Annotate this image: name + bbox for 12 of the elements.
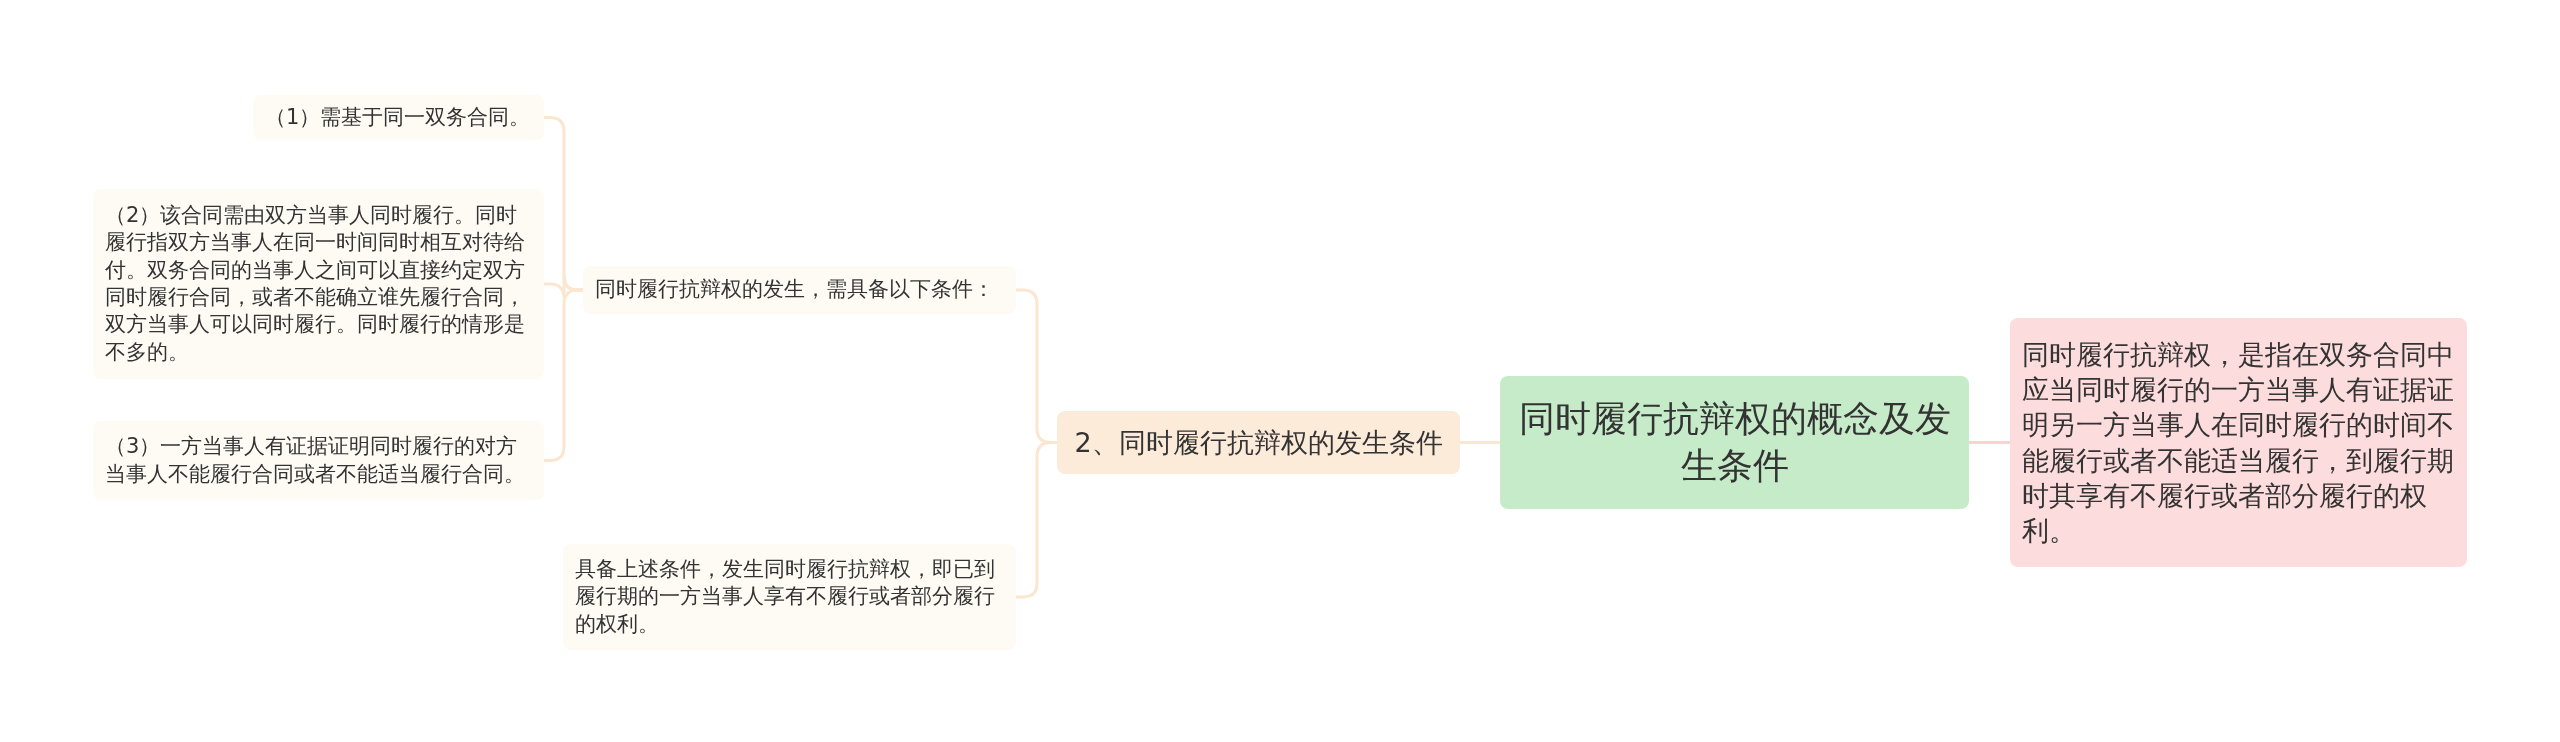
- connector-line: [544, 288, 583, 462]
- connector-line: [1969, 441, 2010, 444]
- detail-box: 同时履行抗辩权，是指在双务合同中应当同时履行的一方当事人有证据证明另一方当事人在同时履行的时间不能履行或者不能适当履行，到履行期时其享有不履行或者部分履行的权利。: [2010, 318, 2467, 567]
- text-box: （2）该合同需由双方当事人同时履行。同时履行指双方当事人在同一时间同时相互对待给付。双务合同的当事人之间可以直接约定双方同时履行合同，或者不能确立谁先履行合同，双方当事人可以同时履行。同时履行的情形是不多的。: [93, 189, 544, 379]
- topic-box: 同时履行抗辩权的概念及发生条件: [1500, 376, 1969, 509]
- connector-line: [1460, 441, 1500, 444]
- text-box: 同时履行抗辩权的发生，需具备以下条件：: [583, 266, 1016, 314]
- connector-line: [1016, 441, 1057, 599]
- branch-box: 2、同时履行抗辩权的发生条件: [1057, 411, 1460, 474]
- text-box: （1）需基于同一双务合同。: [253, 95, 544, 140]
- text-box: 具备上述条件，发生同时履行抗辩权，即已到履行期的一方当事人享有不履行或者部分履行的权利。: [563, 544, 1016, 650]
- text-box: （3）一方当事人有证据证明同时履行的对方当事人不能履行合同或者不能适当履行合同。: [93, 421, 544, 500]
